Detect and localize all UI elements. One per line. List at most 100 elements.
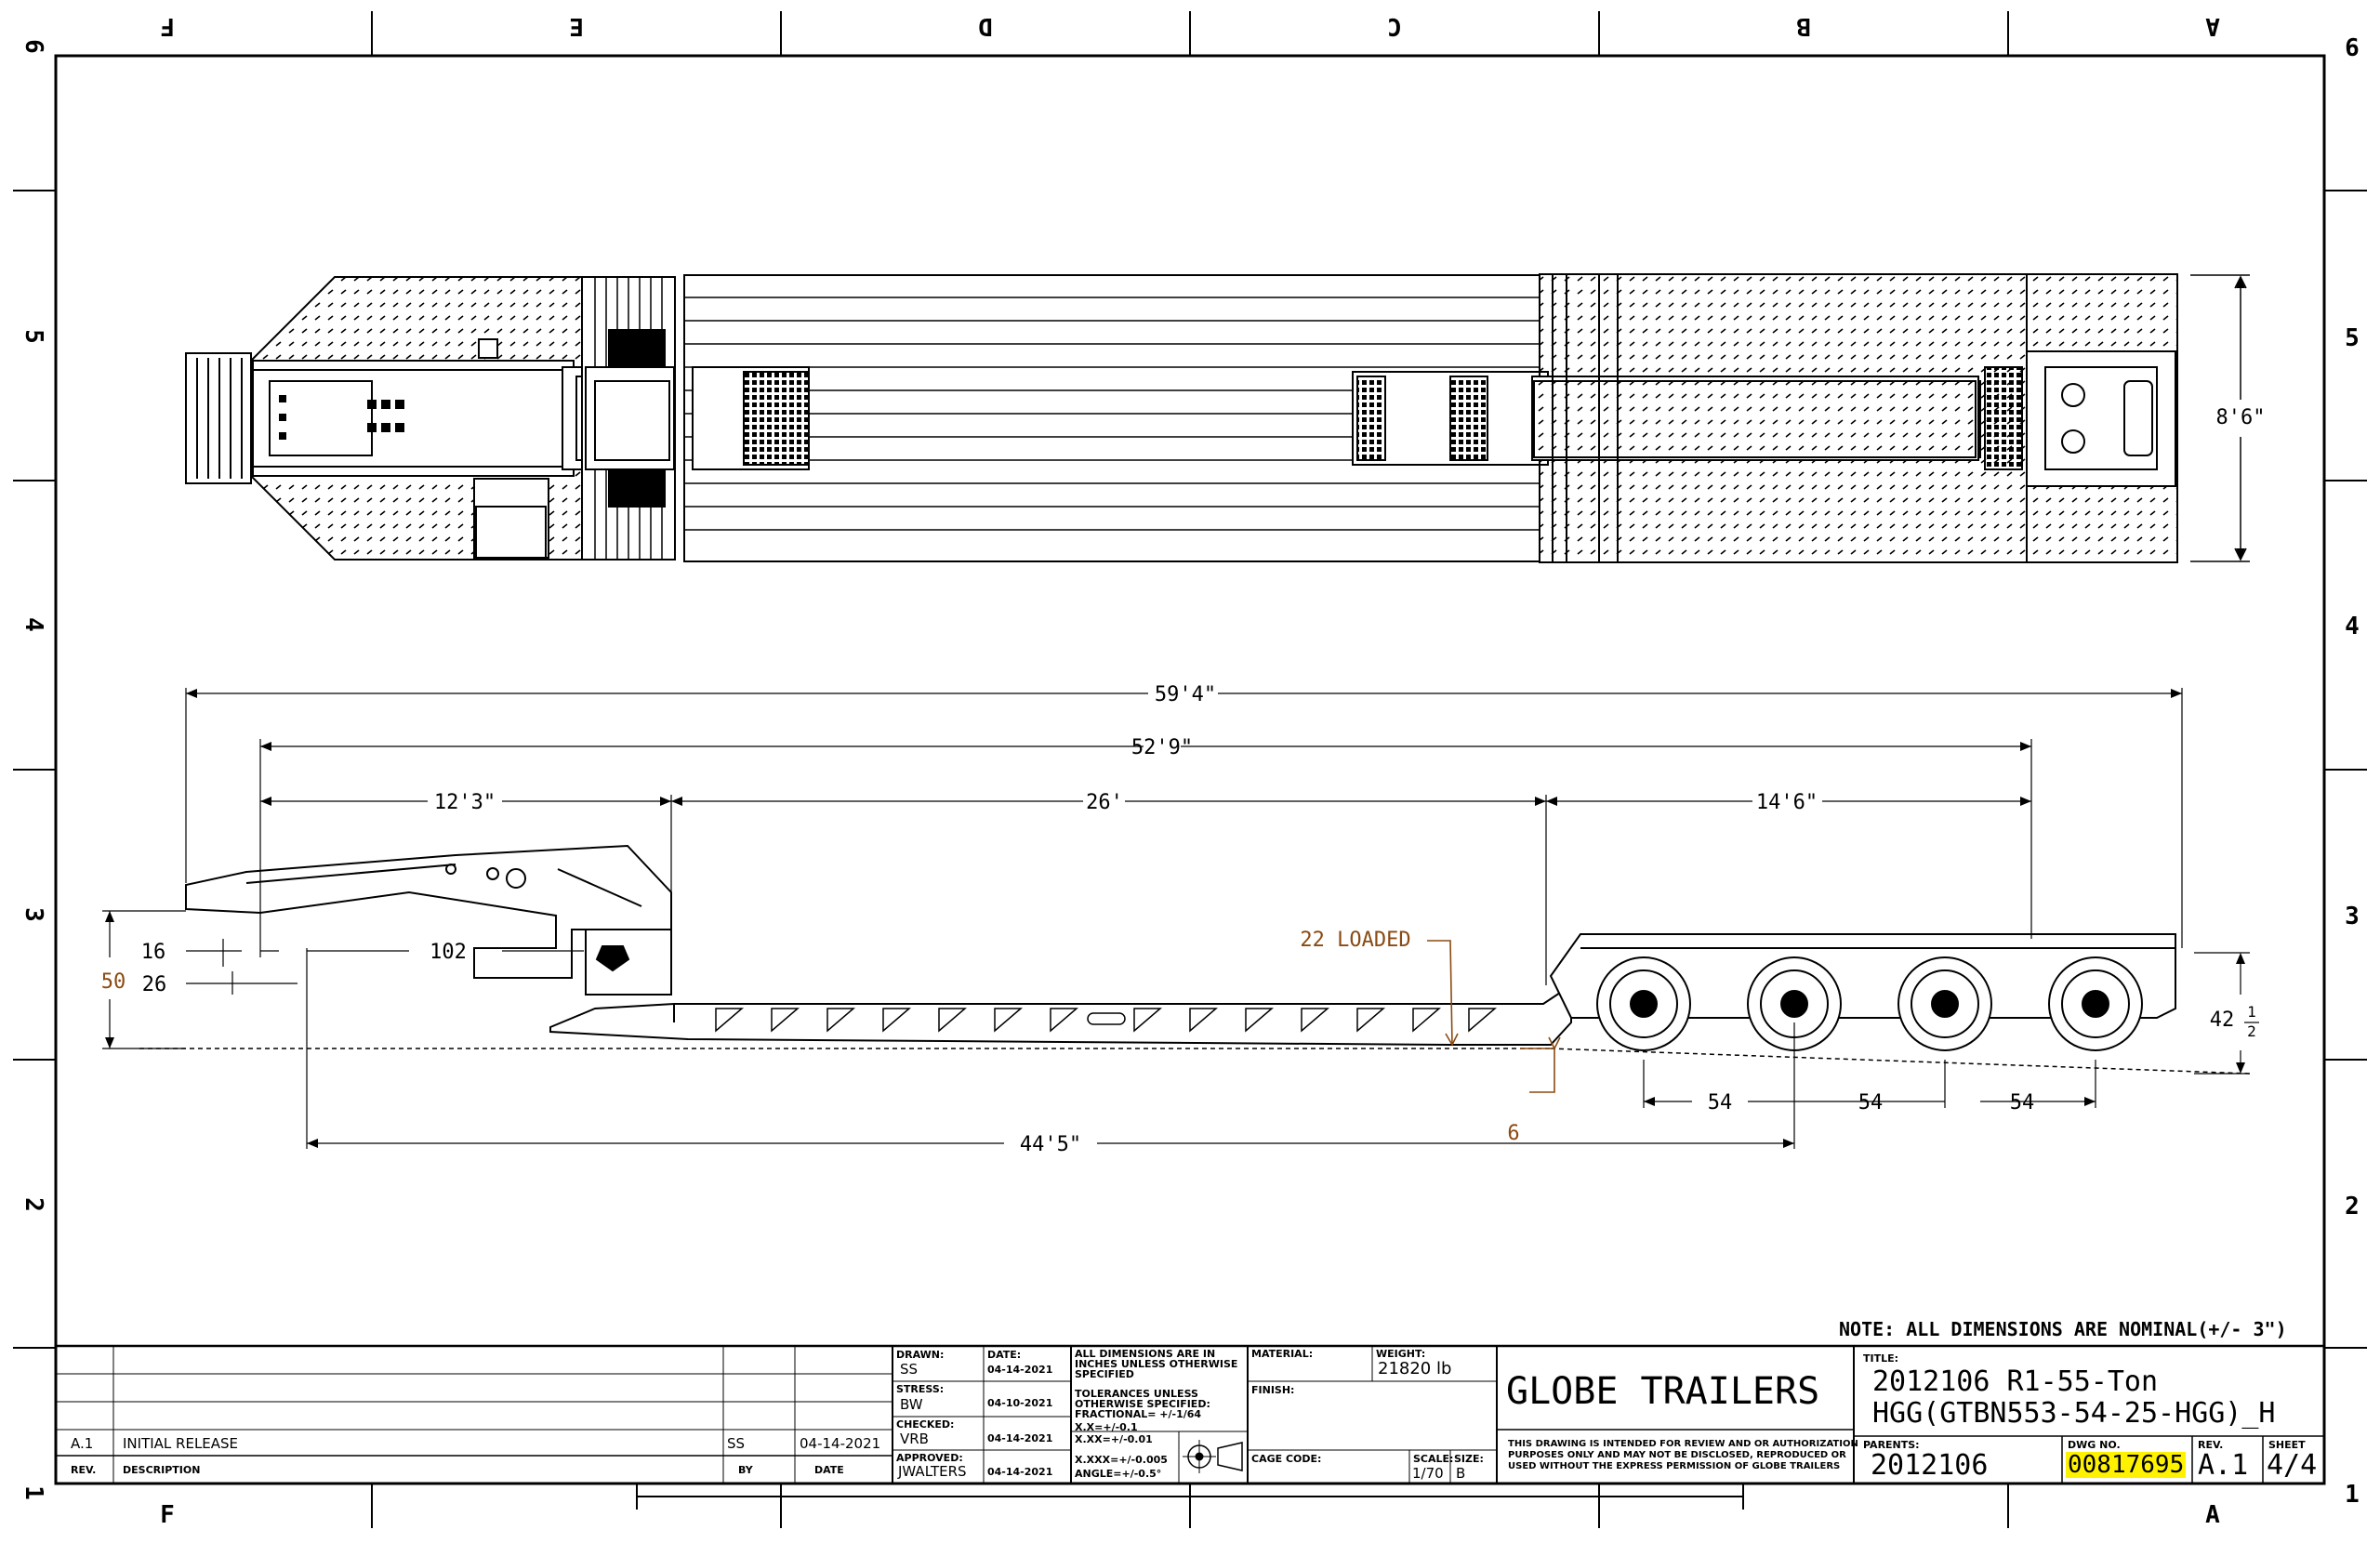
tolerance-line-6: FRACTIONAL= +/-1/64 <box>1075 1408 1202 1420</box>
zone-col-a-bottom: A <box>2205 1501 2220 1529</box>
zone-row-1-left: 1 <box>20 1485 47 1500</box>
tolerance-line-5: OTHERWISE SPECIFIED: <box>1075 1398 1210 1410</box>
dim-axle-2: 54 <box>1858 1091 1884 1114</box>
tolerance-line-8: X.XX=+/-0.01 <box>1075 1433 1153 1445</box>
trailer-top-view <box>185 273 2178 563</box>
dim-overall-length: 59'4" <box>1155 683 1216 706</box>
size-label: SIZE: <box>1454 1453 1484 1465</box>
material-label: MATERIAL: <box>1251 1348 1314 1360</box>
approved-date: 04-14-2021 <box>987 1466 1053 1478</box>
zone-row-3-left: 3 <box>20 907 47 922</box>
checked-date: 04-14-2021 <box>987 1432 1053 1444</box>
dim-width: 8'6" <box>2216 406 2266 429</box>
zone-row-6-left: 6 <box>20 39 47 54</box>
title-label: TITLE: <box>1863 1352 1899 1365</box>
dim-loaded: 22 LOADED <box>1300 929 1410 952</box>
title-block-grid <box>54 1344 2326 1485</box>
tolerance-line-3: SPECIFIED <box>1075 1368 1134 1380</box>
title-line-1: 2012106 R1-55-Ton <box>1872 1365 2159 1398</box>
tolerance-line-1: ALL DIMENSIONS ARE IN <box>1075 1348 1216 1360</box>
drawing-border <box>54 54 2326 1485</box>
weight-label: WEIGHT: <box>1376 1348 1426 1360</box>
zone-row-2-right: 2 <box>2345 1193 2360 1220</box>
drawn-label: DRAWN: <box>896 1349 945 1361</box>
dim-axle-1: 54 <box>1708 1091 1733 1114</box>
zone-row-4-right: 4 <box>2345 613 2360 640</box>
header-rev: REV. <box>71 1464 97 1476</box>
dim-main-length: 52'9" <box>1131 736 1193 759</box>
date-label: DATE: <box>987 1349 1022 1361</box>
stress-label: STRESS: <box>896 1383 945 1395</box>
tolerance-line-10: ANGLE=+/-0.5° <box>1075 1468 1162 1480</box>
sheet-value: 4/4 <box>2267 1449 2318 1482</box>
dim-gooseneck: 12'3" <box>434 791 496 814</box>
approved-label: APPROVED: <box>896 1452 963 1464</box>
zone-col-e-top: E <box>569 12 584 40</box>
approved-by: JWALTERS <box>898 1463 967 1480</box>
dim-16: 16 <box>141 941 166 964</box>
dim-102: 102 <box>430 941 467 964</box>
width-dimension <box>2190 274 2250 562</box>
scale-value: 1/70 <box>1412 1465 1444 1482</box>
tolerance-line-9: X.XXX=+/-0.005 <box>1075 1454 1168 1466</box>
parents-value: 2012106 <box>1871 1449 1989 1482</box>
general-note: NOTE: ALL DIMENSIONS ARE NOMINAL(+/- 3") <box>1839 1318 2287 1340</box>
rev-value: A.1 <box>2198 1449 2249 1482</box>
dim-26: 26 <box>142 973 167 996</box>
zone-row-5-right: 5 <box>2345 324 2360 352</box>
zone-col-c-top: C <box>1387 12 1402 40</box>
stress-by: BW <box>900 1396 923 1413</box>
checked-by: VRB <box>900 1431 929 1447</box>
header-description: DESCRIPTION <box>123 1464 201 1476</box>
zone-col-f-bottom: F <box>160 1501 175 1529</box>
revision-rev: A.1 <box>71 1435 94 1452</box>
zone-col-b-top: B <box>1796 12 1811 40</box>
header-by: BY <box>738 1464 753 1476</box>
drawn-by: SS <box>900 1361 919 1378</box>
loaded-annotation <box>1427 940 1561 1093</box>
zone-col-d-top: D <box>978 12 993 40</box>
weight-value: 21820 lb <box>1378 1359 1452 1378</box>
scale-label: SCALE: <box>1413 1453 1454 1465</box>
company-name: GLOBE TRAILERS <box>1506 1370 1820 1413</box>
checked-label: CHECKED: <box>896 1418 955 1431</box>
zone-row-5-left: 5 <box>20 329 47 344</box>
disclaimer-line-2: PURPOSES ONLY AND MAY NOT BE DISCLOSED, … <box>1508 1450 1846 1460</box>
dim-rear: 14'6" <box>1756 791 1818 814</box>
dwg-no-label: DWG NO. <box>2068 1439 2121 1451</box>
zone-row-1-right: 1 <box>2345 1481 2360 1509</box>
dimension-arrows <box>105 277 2245 1148</box>
stress-date: 04-10-2021 <box>987 1397 1053 1409</box>
dim-height-den: 2 <box>2247 1022 2256 1040</box>
parents-label: PARENTS: <box>1863 1439 1920 1451</box>
dwg-no-value: 00817695 <box>2066 1451 2187 1479</box>
dim-height-num: 1 <box>2247 1003 2256 1021</box>
dim-kingpin-axle: 44'5" <box>1020 1133 1081 1156</box>
dimension-lines <box>102 688 2250 1149</box>
revision-by: SS <box>727 1435 746 1452</box>
tolerance-line-2: INCHES UNLESS OTHERWISE <box>1075 1358 1238 1370</box>
zone-row-2-left: 2 <box>20 1197 47 1212</box>
header-date: DATE <box>814 1464 844 1476</box>
zone-ticks <box>13 11 2367 1528</box>
rev-label: REV. <box>2198 1439 2224 1451</box>
dim-deck: 26' <box>1086 791 1123 814</box>
disclaimer-line-1: THIS DRAWING IS INTENDED FOR REVIEW AND … <box>1508 1439 1858 1449</box>
drawn-date: 04-14-2021 <box>987 1364 1053 1376</box>
sheet-label: SHEET <box>2268 1439 2306 1451</box>
size-value: B <box>1456 1465 1466 1482</box>
title-line-2: HGG(GTBN553-54-25-HGG)_H <box>1872 1397 2276 1430</box>
disclaimer-line-3: USED WITHOUT THE EXPRESS PERMISSION OF G… <box>1508 1461 1841 1471</box>
zone-row-6-right: 6 <box>2345 34 2360 62</box>
dim-6: 6 <box>1507 1122 1519 1145</box>
dim-axle-3: 54 <box>2010 1091 2035 1114</box>
zone-col-f-top: F <box>160 12 175 40</box>
zone-row-4-left: 4 <box>20 617 47 632</box>
tolerance-line-4: TOLERANCES UNLESS <box>1075 1388 1198 1400</box>
zone-row-3-right: 3 <box>2345 903 2360 930</box>
dim-50: 50 <box>101 970 126 994</box>
revision-date: 04-14-2021 <box>800 1435 881 1452</box>
tolerance-line-7: X.X=+/-0.1 <box>1075 1421 1138 1433</box>
